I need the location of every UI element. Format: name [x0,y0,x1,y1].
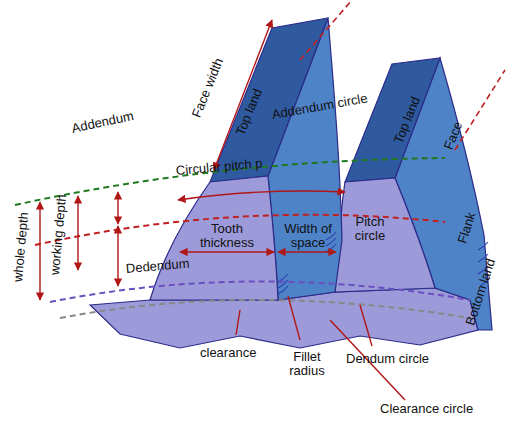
part-label: Width of space [280,222,336,250]
part-label: Fillet radius [282,350,332,378]
part-label: clearance [200,346,256,360]
part-label: Addendum [71,109,135,136]
part-label: Pitch circle [345,215,395,243]
part-label: Face width [190,56,227,120]
part-label: Dendum circle [346,352,429,366]
part-label: Clearance circle [380,402,473,416]
part-label: Tooth thickness [184,222,270,250]
part-label: working depth [48,194,69,276]
part-label: whole depth [11,212,31,283]
